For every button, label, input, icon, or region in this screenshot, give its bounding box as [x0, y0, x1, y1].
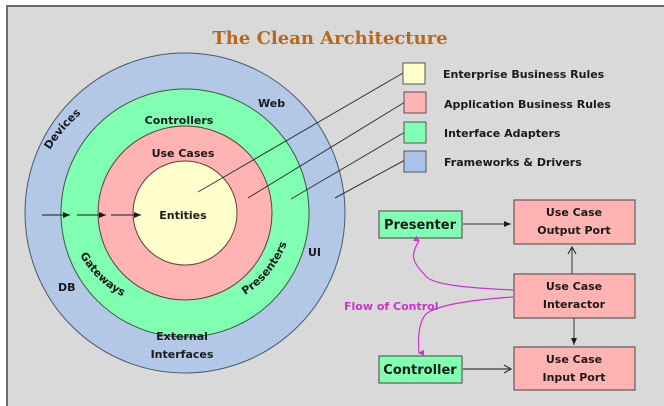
legend-swatch-frameworks: [403, 150, 427, 173]
presenter-box: Presenter: [378, 210, 463, 239]
legend-label-frameworks: Frameworks & Drivers: [444, 156, 582, 169]
db-label: DB: [58, 281, 76, 294]
legend: Enterprise Business Rules Application Bu…: [402, 62, 611, 173]
interactor-label-line2: Interactor: [543, 298, 606, 311]
flow-curve-to-presenter: [412, 235, 514, 291]
leader-line-use-cases: [247, 101, 406, 199]
flow-curve-to-controller: [417, 296, 514, 356]
legend-swatch-adapters: [403, 121, 427, 144]
diagram-title: The Clean Architecture: [212, 28, 447, 49]
controller-box: Controller: [378, 355, 463, 384]
controllers-label: Controllers: [145, 114, 214, 127]
leader-line-frameworks: [334, 159, 406, 199]
entities-label: Entities: [159, 209, 207, 222]
legend-swatch-enterprise: [402, 62, 426, 85]
input-port-box: Use Case Input Port: [513, 346, 636, 391]
output-port-box: Use Case Output Port: [513, 199, 636, 245]
legend-swatch-application: [403, 91, 427, 114]
interactor-label-line1: Use Case: [546, 280, 602, 293]
input-port-label-line1: Use Case: [546, 353, 602, 366]
external-label-line1: External: [156, 330, 208, 343]
entities-core: [132, 160, 238, 266]
input-port-label-line2: Input Port: [542, 371, 605, 384]
ui-label: UI: [308, 246, 321, 259]
presenter-label: Presenter: [384, 218, 457, 233]
external-label-line2: Interfaces: [151, 348, 214, 361]
output-port-label-line2: Output Port: [537, 224, 611, 237]
controller-label: Controller: [383, 363, 457, 378]
output-port-label-line1: Use Case: [546, 206, 602, 219]
web-label: Web: [258, 97, 285, 110]
flow-of-control-label: Flow of Control: [344, 300, 438, 313]
leader-line-entities: [197, 72, 404, 193]
interactor-box: Use Case Interactor: [513, 273, 636, 319]
legend-label-enterprise: Enterprise Business Rules: [443, 68, 605, 81]
legend-label-application: Application Business Rules: [444, 98, 611, 111]
use-cases-label: Use Cases: [152, 147, 215, 160]
legend-label-adapters: Interface Adapters: [444, 127, 561, 140]
leader-line-adapters: [290, 131, 406, 200]
